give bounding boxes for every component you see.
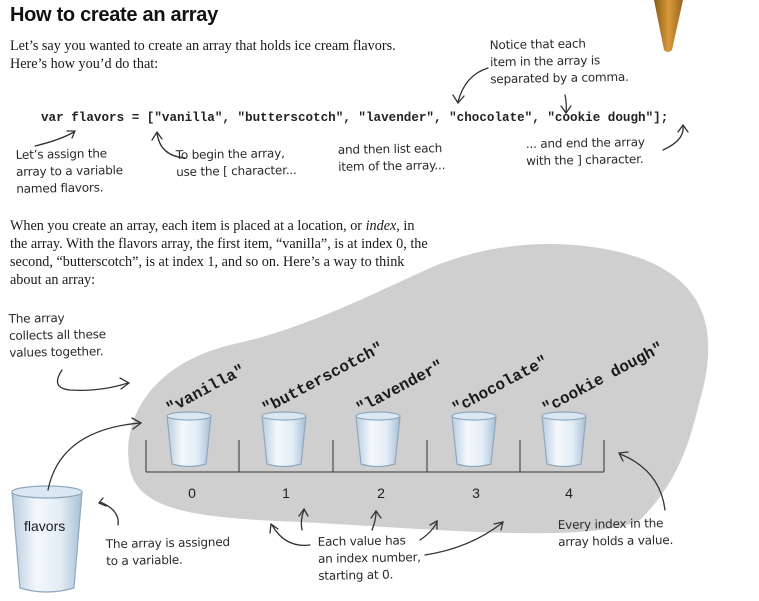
note-index-number-line: starting at 0. <box>318 567 394 583</box>
note-every-index-line: array holds a value. <box>558 532 674 550</box>
cup-icon <box>166 415 212 468</box>
flavors-cup-icon <box>11 485 83 593</box>
note-begin: To begin the array, use the [ character.… <box>176 145 297 181</box>
body-line-2: the array. With the flavors array, the f… <box>10 236 428 252</box>
ice-cream-cone-icon <box>654 0 683 52</box>
body-index-term: index <box>365 218 397 234</box>
note-index-number-line: an index number, <box>317 550 421 566</box>
note-end-line: with the ] character. <box>526 151 644 169</box>
note-index-number: Each value has an index number, starting… <box>318 532 422 585</box>
index-number: 4 <box>565 485 573 501</box>
cup-rim <box>541 411 587 421</box>
note-collect-line: collects all these <box>8 327 107 343</box>
note-end-line: ... and end the array <box>525 134 645 152</box>
intro-line-1: Let’s say you wanted to create an array … <box>10 38 396 54</box>
note-assign-line: named flavors. <box>16 180 104 196</box>
cup-rim <box>166 411 212 421</box>
note-assigned: The array is assigned to a variable. <box>106 534 231 570</box>
cup-icon <box>541 415 587 468</box>
note-assign: Let’s assign the array to a variable nam… <box>16 145 124 198</box>
body-line-1: When you create an array, each item is p… <box>10 217 428 235</box>
note-end: ... and end the array with the ] charact… <box>526 134 645 170</box>
cup-rim <box>355 411 401 421</box>
annotation-arrows <box>34 67 689 556</box>
variable-label: flavors <box>24 518 66 534</box>
note-list-line: and then list each <box>337 141 443 157</box>
intro-text: Let’s say you wanted to create an array … <box>10 37 396 73</box>
note-assigned-line: to a variable. <box>106 552 183 569</box>
note-comma-line: separated by a comma. <box>490 69 629 87</box>
cup-icon <box>261 415 307 468</box>
body-line-1-a: When you create an array, each item is p… <box>10 218 366 234</box>
note-begin-line: To begin the array, <box>175 146 285 163</box>
note-collect-line: The array <box>8 310 65 326</box>
cup-icon <box>451 415 497 468</box>
page-title: How to create an array <box>10 4 218 26</box>
index-ruler <box>145 440 605 473</box>
note-assign-line: array to a variable <box>15 163 124 179</box>
code-line: var flavors = ["vanilla", "butterscotch"… <box>41 111 669 125</box>
body-text: When you create an array, each item is p… <box>10 217 428 289</box>
note-begin-line: use the [ character... <box>176 162 297 180</box>
body-line-1-b: , in <box>396 218 415 234</box>
note-list-line: item of the array... <box>338 158 446 174</box>
note-comma: Notice that each item in the array is se… <box>490 35 629 88</box>
note-every-index: Every index in the array holds a value. <box>558 515 674 551</box>
cup-icon <box>166 411 587 468</box>
note-list: and then list each item of the array... <box>338 140 446 176</box>
index-number: 2 <box>377 485 385 501</box>
index-number: 1 <box>282 485 290 501</box>
body-line-3: second, “butterscotch”, is at index 1, a… <box>10 254 405 270</box>
cup-rim <box>261 411 307 421</box>
note-collect: The array collects all these values toge… <box>9 309 107 362</box>
cup-rim <box>451 411 497 421</box>
cup-icon <box>355 415 401 468</box>
intro-line-2: Here’s how you’d do that: <box>10 56 159 72</box>
index-number: 0 <box>188 485 196 501</box>
note-assign-line: Let’s assign the <box>15 146 107 162</box>
body-line-4: about an array: <box>10 272 96 288</box>
note-assigned-line: The array is assigned <box>105 534 230 552</box>
note-every-index-line: Every index in the <box>557 516 664 533</box>
note-index-number-line: Each value has <box>317 533 406 549</box>
note-collect-line: values together. <box>9 344 104 360</box>
index-number: 3 <box>472 485 480 501</box>
